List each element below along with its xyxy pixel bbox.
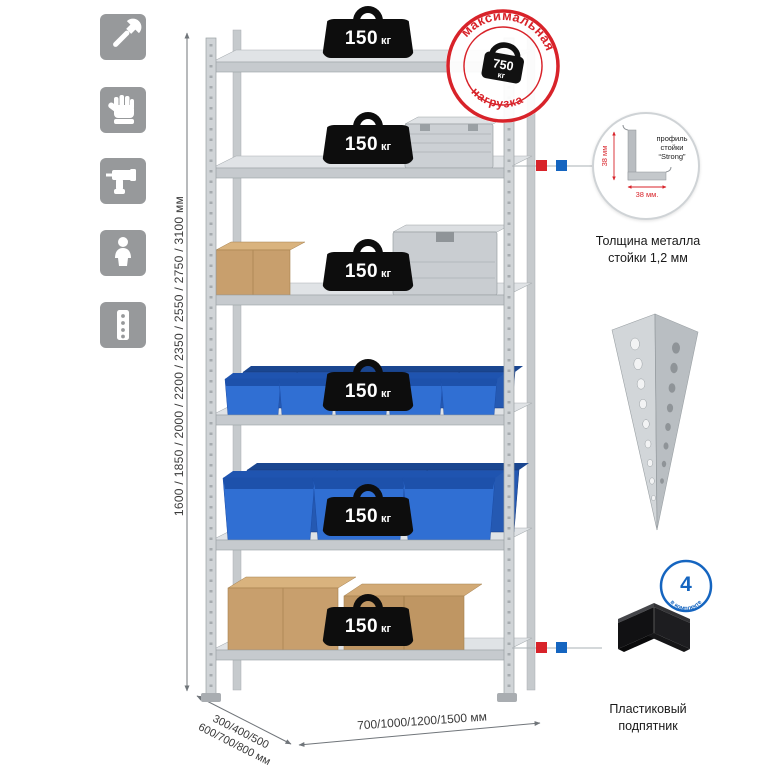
blue-marker-top <box>556 160 567 171</box>
weight-handle <box>353 484 383 504</box>
callout-markers <box>512 160 602 653</box>
aluminum-case <box>404 116 507 169</box>
load-unit: кг <box>381 512 392 525</box>
dimension-lines <box>184 32 541 747</box>
profile-dim-horizontal: 38 мм. <box>636 190 659 199</box>
load-value: 150 <box>344 505 379 527</box>
load-value: 150 <box>344 260 379 282</box>
weight-handle <box>353 594 383 614</box>
load-value: 150 <box>344 615 379 637</box>
weight-handle <box>353 239 383 259</box>
angle-post-image <box>611 313 699 531</box>
profile-caption: Толщина металла стойки 1,2 мм <box>568 233 728 267</box>
stamp-value: 750 <box>492 56 515 73</box>
load-value: 150 <box>344 133 379 155</box>
weight-handle <box>353 359 383 379</box>
red-marker-top <box>536 160 547 171</box>
gloves-glyph <box>108 95 134 124</box>
gloves-icon <box>100 87 146 133</box>
profile-dim-vertical: 38 мм <box>600 146 609 167</box>
profile-caption-line2: стойки 1,2 мм <box>608 250 688 265</box>
foot-caption-line2: подпятник <box>618 718 678 733</box>
load-value: 150 <box>344 380 379 402</box>
max-load-stamp: максимальная нагрузка 750 кг <box>433 0 572 136</box>
drill-icon <box>100 158 146 204</box>
weight-handle <box>353 6 383 26</box>
load-unit: кг <box>381 140 392 153</box>
load-unit: кг <box>381 267 392 280</box>
profile-label-3: “Strong” <box>658 152 686 161</box>
wrench-glyph <box>113 18 142 47</box>
person-glyph <box>115 237 131 266</box>
kit-count-value: 4 <box>680 573 692 596</box>
profile-label-1: профиль <box>656 134 687 143</box>
foot-caption: Пластиковый подпятник <box>568 701 728 735</box>
profile-callout: 38 мм 38 мм. профиль стойки “Strong” <box>592 112 700 220</box>
profile-glyph <box>117 310 129 340</box>
profile-callout-svg: 38 мм 38 мм. профиль стойки “Strong” <box>600 124 688 199</box>
profile-icon <box>100 302 146 348</box>
kit-count-svg: 4 в комплекте <box>659 559 713 613</box>
red-marker-bottom <box>536 642 547 653</box>
load-value: 150 <box>344 27 379 49</box>
weight-handle <box>353 112 383 132</box>
load-unit: кг <box>381 622 392 635</box>
cardboard-box-small <box>215 241 306 296</box>
stamp-svg: максимальная нагрузка 750 кг <box>446 0 563 123</box>
blue-marker-bottom <box>556 642 567 653</box>
stamp-unit: кг <box>497 70 506 80</box>
wrench-icon <box>100 14 146 60</box>
kit-count-badge: 4 в комплекте <box>658 558 714 614</box>
drill-glyph <box>106 169 136 194</box>
profile-caption-line1: Толщина металла <box>595 234 701 248</box>
height-dimension-label: 1600 / 1850 / 2000 / 2200 / 2350 / 2550 … <box>172 195 186 517</box>
aluminum-box <box>392 224 511 296</box>
profile-label-2: стойки <box>661 143 684 152</box>
plastic-foot-image <box>618 603 690 652</box>
foot-caption-line1: Пластиковый <box>609 702 687 716</box>
person-icon <box>100 230 146 276</box>
load-unit: кг <box>381 387 392 400</box>
load-unit: кг <box>381 34 392 47</box>
